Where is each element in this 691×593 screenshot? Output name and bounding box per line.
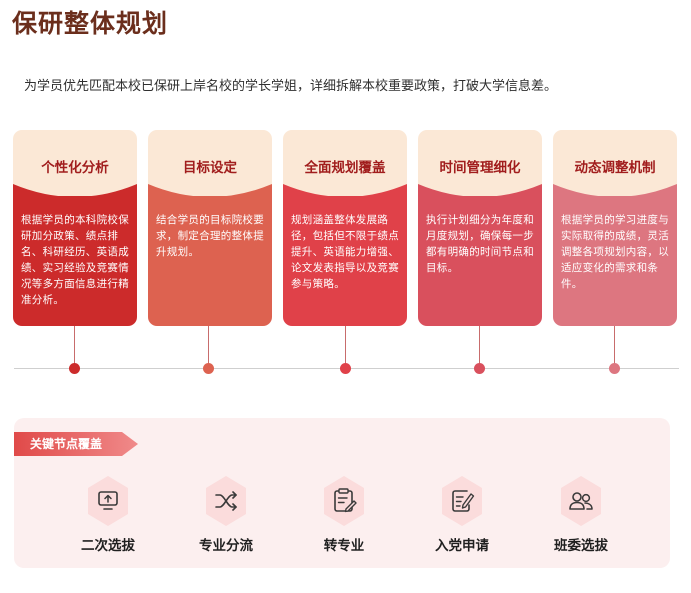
card-title: 动态调整机制	[574, 160, 656, 176]
card-full-planning: 全面规划覆盖 规划涵盖整体发展路径，包括但不限于绩点提升、英语能力增强、论文发表…	[283, 130, 407, 326]
clipboard-edit-icon	[320, 474, 368, 528]
card-wave	[283, 184, 407, 208]
card-dynamic-adjustment: 动态调整机制 根据学员的学习进度与实际取得的成绩，灵活调整各项规划内容，以适应变…	[553, 130, 677, 326]
card-body: 执行计划细分为年度和月度规划，确保每一步都有明确的时间节点和目标。	[418, 184, 542, 326]
key-node-label: 专业分流	[199, 538, 253, 554]
card-body: 根据学员的学习进度与实际取得的成绩，灵活调整各项规划内容，以适应变化的需求和条件…	[553, 184, 677, 326]
timeline-connector	[479, 326, 480, 368]
key-node-label: 入党申请	[435, 538, 489, 554]
card-title: 全面规划覆盖	[304, 160, 386, 176]
card-header-bg	[13, 130, 137, 202]
card-body: 规划涵盖整体发展路径，包括但不限于绩点提升、英语能力增强、论文发表指导以及竞赛参…	[283, 184, 407, 326]
card-header-bg	[283, 130, 407, 202]
key-node-transfer-major: 转专业	[294, 472, 394, 562]
users-icon	[557, 474, 605, 528]
card-time-management: 时间管理细化 执行计划细分为年度和月度规划，确保每一步都有明确的时间节点和目标。	[418, 130, 542, 326]
card-wave	[148, 184, 272, 208]
card-text: 规划涵盖整体发展路径，包括但不限于绩点提升、英语能力增强、论文发表指导以及竞赛参…	[291, 214, 399, 290]
monitor-upload-icon	[84, 474, 132, 528]
key-node-label: 班委选拔	[554, 538, 608, 554]
card-title: 个性化分析	[41, 160, 109, 176]
timeline-dot	[203, 363, 214, 374]
card-title: 目标设定	[183, 160, 237, 176]
page-title: 保研整体规划	[12, 9, 169, 38]
card-text: 根据学员的本科院校保研加分政策、绩点排名、科研经历、英语成绩、实习经验及竞赛情况…	[21, 214, 129, 306]
card-text: 根据学员的学习进度与实际取得的成绩，灵活调整各项规划内容，以适应变化的需求和条件…	[561, 214, 669, 290]
card-wave	[13, 184, 137, 208]
card-body: 结合学员的目标院校要求，制定合理的整体提升规划。	[148, 184, 272, 326]
key-node-second-selection: 二次选拔	[58, 472, 158, 562]
document-pen-icon	[438, 474, 486, 528]
timeline-connector	[74, 326, 75, 368]
key-node-major-split: 专业分流	[176, 472, 276, 562]
key-nodes-badge: 关键节点覆盖	[14, 432, 138, 456]
card-title: 时间管理细化	[439, 160, 521, 176]
card-goal-setting: 目标设定 结合学员的目标院校要求，制定合理的整体提升规划。	[148, 130, 272, 326]
key-node-label: 二次选拔	[81, 538, 135, 554]
timeline-dot	[340, 363, 351, 374]
card-wave	[418, 184, 542, 208]
key-node-party-application: 入党申请	[412, 472, 512, 562]
card-personalized-analysis: 个性化分析 根据学员的本科院校保研加分政策、绩点排名、科研经历、英语成绩、实习经…	[13, 130, 137, 326]
timeline-dot	[474, 363, 485, 374]
timeline-connector	[614, 326, 615, 368]
key-node-class-committee: 班委选拔	[531, 472, 631, 562]
card-header-bg	[418, 130, 542, 202]
card-text: 结合学员的目标院校要求，制定合理的整体提升规划。	[156, 214, 264, 258]
card-header-bg	[553, 130, 677, 202]
card-text: 执行计划细分为年度和月度规划，确保每一步都有明确的时间节点和目标。	[426, 214, 534, 274]
timeline-dot	[609, 363, 620, 374]
timeline-dot	[69, 363, 80, 374]
card-body: 根据学员的本科院校保研加分政策、绩点排名、科研经历、英语成绩、实习经验及竞赛情况…	[13, 184, 137, 326]
timeline-connector	[208, 326, 209, 368]
shuffle-icon	[202, 474, 250, 528]
intro-text: 为学员优先匹配本校已保研上岸名校的学长学姐，详细拆解本校重要政策，打破大学信息差…	[24, 79, 558, 94]
card-wave	[553, 184, 677, 208]
timeline-connector	[345, 326, 346, 368]
card-header-bg	[148, 130, 272, 202]
key-node-label: 转专业	[323, 538, 365, 554]
